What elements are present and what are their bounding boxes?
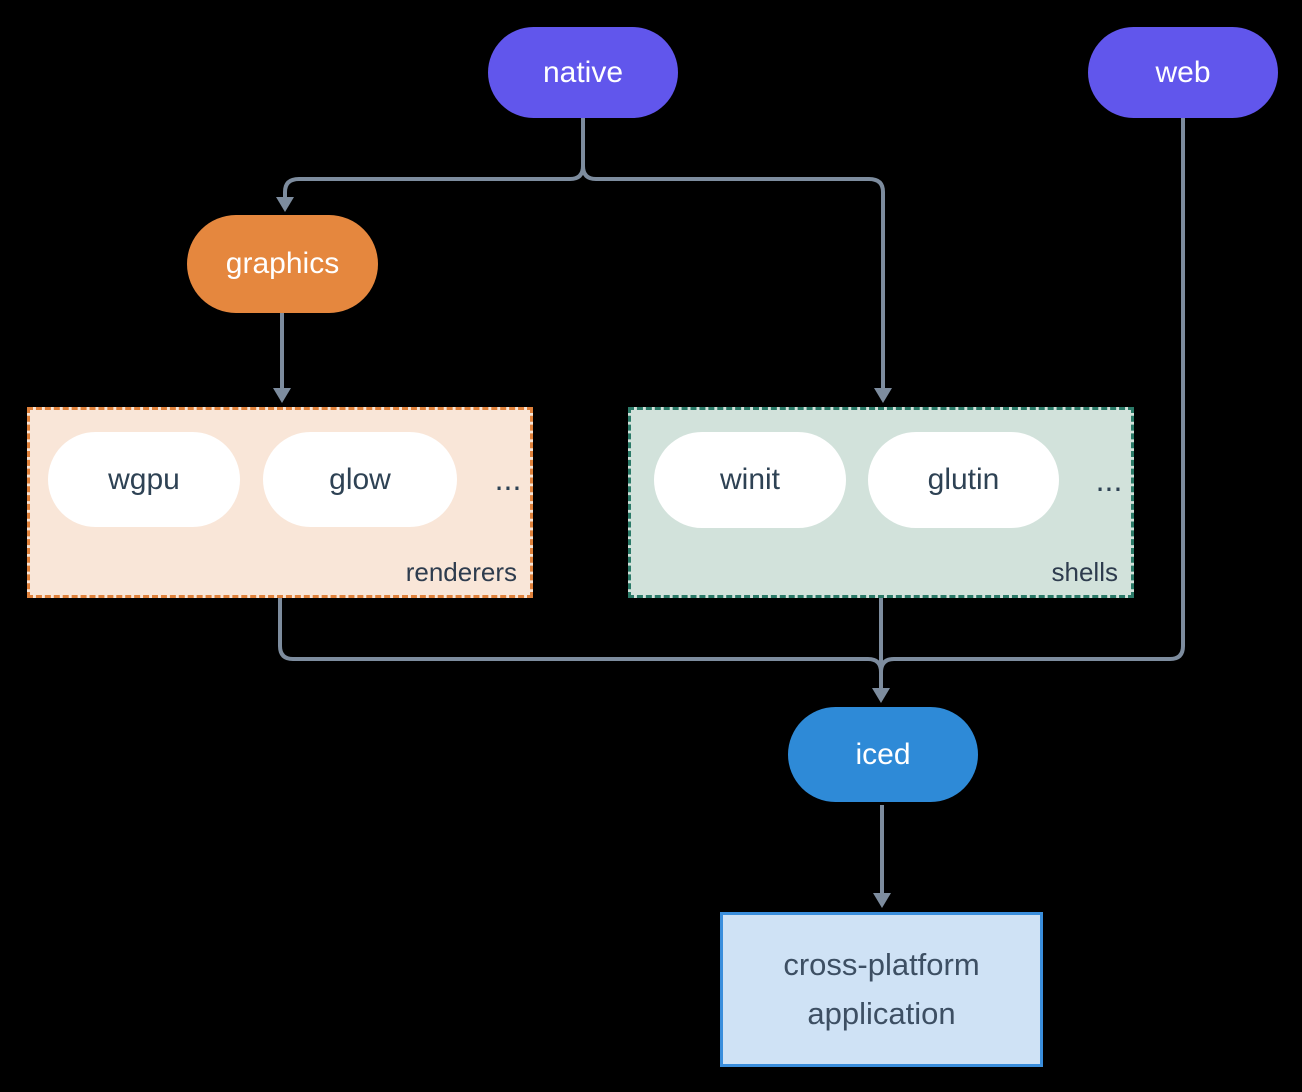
node-wgpu: wgpu	[48, 432, 240, 527]
node-winit: winit	[654, 432, 846, 528]
edge-arrowheads	[273, 197, 892, 908]
shells-ellipsis: ...	[1095, 461, 1123, 498]
node-graphics: graphics	[187, 215, 378, 313]
edge-native-graphics	[283, 118, 585, 198]
node-application: cross-platform application	[720, 912, 1043, 1067]
node-web-label: web	[1155, 55, 1211, 89]
node-application-line2: application	[807, 995, 956, 1031]
renderers-caption: renderers	[405, 557, 517, 587]
node-native-label: native	[542, 55, 624, 89]
arrowhead-shells	[874, 388, 892, 403]
node-iced-label: iced	[855, 737, 911, 771]
node-application-line1: cross-platform	[783, 947, 980, 983]
arrowhead-renderers	[273, 388, 291, 403]
arrowhead-graphics	[276, 197, 294, 212]
arrowhead-iced	[872, 688, 890, 703]
group-renderers: wgpu glow ... renderers	[27, 407, 533, 598]
edge-lines	[278, 118, 1185, 894]
node-wgpu-label: wgpu	[108, 462, 180, 496]
node-native: native	[488, 27, 678, 118]
renderers-ellipsis: ...	[494, 461, 522, 497]
shells-caption: shells	[1051, 557, 1118, 587]
edge-native-shells	[581, 118, 885, 389]
arrowhead-application	[873, 893, 891, 908]
node-winit-label: winit	[719, 463, 780, 496]
node-web: web	[1088, 27, 1278, 118]
node-glow: glow	[263, 432, 457, 527]
group-shells: winit glutin ... shells	[628, 407, 1134, 598]
node-graphics-label: graphics	[225, 247, 340, 280]
edge-renderers-iced	[278, 598, 883, 673]
node-glutin: glutin	[868, 432, 1059, 528]
node-glow-label: glow	[329, 462, 391, 496]
node-glutin-label: glutin	[927, 463, 1000, 496]
node-iced: iced	[788, 707, 978, 802]
